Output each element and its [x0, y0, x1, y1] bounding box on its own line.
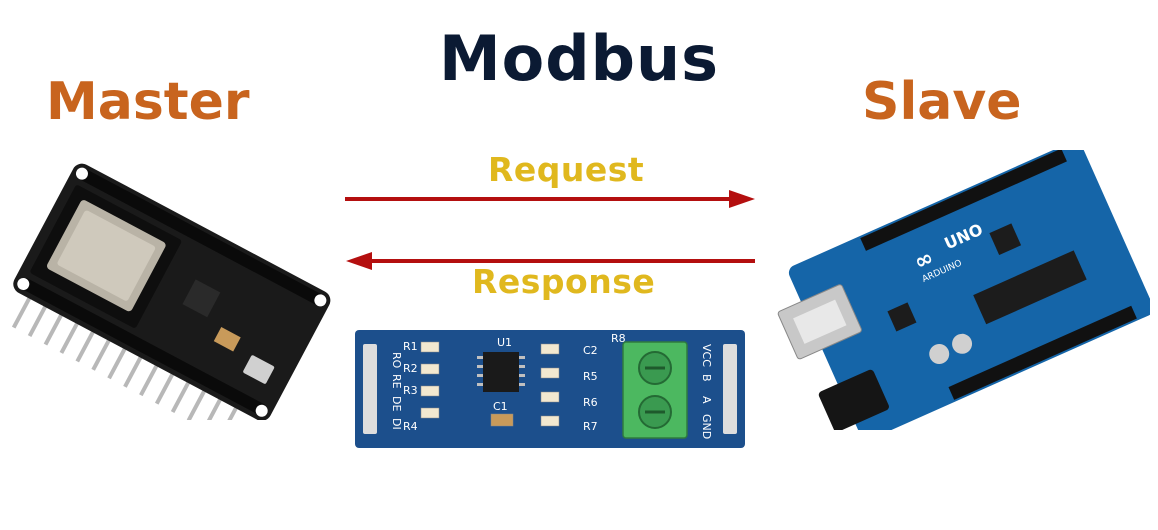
pin-label-vcc: VCC — [700, 344, 713, 367]
label-r5: R5 — [583, 370, 598, 383]
label-r2: R2 — [403, 362, 418, 375]
label-r1: R1 — [403, 340, 418, 353]
label-r8: R8 — [611, 332, 626, 345]
rs485-module-icon: RO RE DE DI VCC B A GND R1 R2 R3 R4 C1 C… — [355, 330, 745, 448]
response-arrow-head — [346, 252, 372, 270]
response-label: Response — [472, 262, 656, 301]
diagram-title: Modbus — [438, 22, 720, 95]
label-r3: R3 — [403, 384, 418, 397]
label-r7: R7 — [583, 420, 598, 433]
pin-label-a: A — [700, 396, 713, 404]
master-label: Master — [46, 72, 250, 132]
label-c2: C2 — [583, 344, 598, 357]
label-u1: U1 — [497, 336, 512, 349]
arduino-uno-icon: ∞ UNO ARDUINO — [777, 150, 1150, 430]
pin-label-re: RE — [390, 374, 403, 389]
pin-label-b: B — [700, 374, 713, 382]
pin-label-ro: RO — [390, 352, 403, 369]
pin-label-di: DI — [390, 418, 403, 430]
label-c1: C1 — [493, 400, 508, 413]
label-r4: R4 — [403, 420, 418, 433]
slave-label: Slave — [862, 72, 1022, 132]
pin-label-gnd: GND — [700, 414, 713, 439]
esp32-board-icon — [11, 163, 331, 420]
label-r6: R6 — [583, 396, 598, 409]
request-label: Request — [488, 150, 645, 189]
request-arrow-head — [729, 190, 755, 208]
pin-label-de: DE — [390, 396, 403, 411]
